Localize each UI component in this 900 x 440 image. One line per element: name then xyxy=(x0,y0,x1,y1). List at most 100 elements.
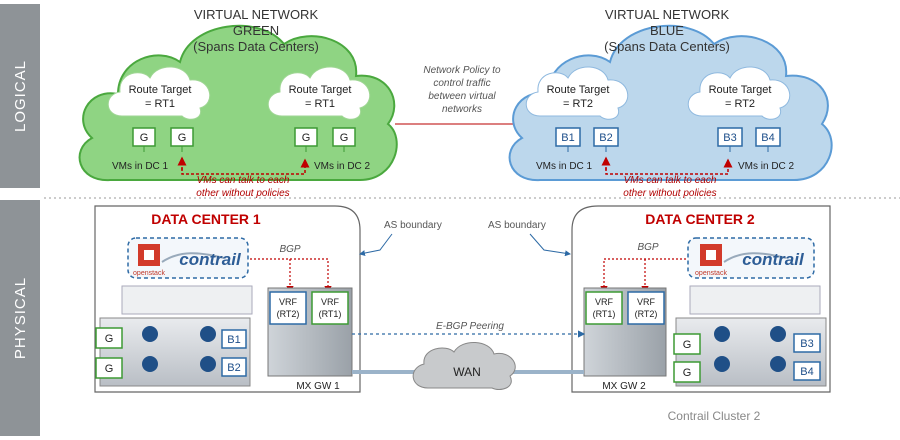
physical-label: PHYSICAL xyxy=(12,277,29,359)
blue-vm-2: B2 xyxy=(593,127,619,147)
blue-rt-left-line2: = RT2 xyxy=(563,98,593,110)
dc1-vm-g1: G xyxy=(95,327,123,349)
dc1-vrf-b-line2: (RT1) xyxy=(319,309,342,319)
policy-note-line3: between virtual xyxy=(428,91,496,102)
dc1-vrf-b-line1: VRF xyxy=(321,297,340,307)
dc2-vm-g2: G xyxy=(673,361,701,383)
data-center-2: DATA CENTER 2 openstack contrail BGP VRF… xyxy=(571,205,831,393)
blue-title-line1: VIRTUAL NETWORK xyxy=(605,7,730,22)
dc1-vm-b1-label: B1 xyxy=(227,334,240,346)
blue-vm-3: B3 xyxy=(717,127,743,147)
blue-vm-4-label: B4 xyxy=(761,132,774,144)
dc2-bgp-label: BGP xyxy=(637,242,658,253)
dc2-contrail-label: contrail xyxy=(742,250,805,269)
policy-note-line2: control traffic xyxy=(433,78,490,89)
blue-note-line1: VMs can talk to each xyxy=(624,175,717,186)
blue-title-line3: (Spans Data Centers) xyxy=(604,39,730,54)
dc2-vrf-b-line2: (RT2) xyxy=(635,309,658,319)
green-title-line1: VIRTUAL NETWORK xyxy=(194,7,319,22)
blue-vms-dc1: VMs in DC 1 xyxy=(536,161,593,172)
green-cloud: VIRTUAL NETWORK GREEN (Spans Data Center… xyxy=(78,7,398,199)
policy-note: Network Policy to control traffic betwee… xyxy=(423,65,501,115)
blue-cloud: VIRTUAL NETWORK BLUE (Spans Data Centers… xyxy=(508,7,833,199)
blue-rt-right-line1: Route Target xyxy=(709,84,772,96)
dc1-vm-b2: B2 xyxy=(221,357,247,377)
green-vm-1-label: G xyxy=(140,132,149,144)
as-boundary-right: AS boundary xyxy=(488,220,546,231)
blue-title-line2: BLUE xyxy=(650,23,684,38)
green-title-line3: (Spans Data Centers) xyxy=(193,39,319,54)
dc1-vm-g2-label: G xyxy=(105,363,114,375)
blue-rt-left-bubble: Route Target = RT2 xyxy=(525,66,629,120)
blue-vm-2-label: B2 xyxy=(599,132,612,144)
green-vm-4: G xyxy=(332,127,356,147)
dc1-gw-label: MX GW 1 xyxy=(296,381,340,392)
cluster-label: Contrail Cluster 2 xyxy=(668,409,761,423)
blue-vm-3-label: B3 xyxy=(723,132,736,144)
green-vm-1: G xyxy=(132,127,156,147)
dc1-vm-b1: B1 xyxy=(221,329,247,349)
logical-label: LOGICAL xyxy=(12,60,29,132)
green-rt-left-line2: = RT1 xyxy=(145,98,175,110)
dc1-contrail-logo: openstack contrail xyxy=(127,237,249,279)
policy-note-line4: networks xyxy=(442,104,482,115)
dc2-vrf-b-line1: VRF xyxy=(637,297,656,307)
dc1-vrf-a-line2: (RT2) xyxy=(277,309,300,319)
dc2-vm-g1: G xyxy=(673,333,701,355)
dc2-openstack-label: openstack xyxy=(695,270,727,277)
green-rt-right-line1: Route Target xyxy=(289,84,352,96)
dc2-vrf-a-line1: VRF xyxy=(595,297,614,307)
dc2-title: DATA CENTER 2 xyxy=(645,211,755,227)
wan-cloud: WAN xyxy=(412,342,516,390)
green-vm-talk-arrow xyxy=(181,158,310,175)
dc2-gw-label: MX GW 2 xyxy=(602,381,646,392)
green-vms-dc1: VMs in DC 1 xyxy=(112,161,169,172)
green-rt-right-line2: = RT1 xyxy=(305,98,335,110)
dc2-vm-b3: B3 xyxy=(793,333,821,353)
green-rt-left-bubble: Route Target = RT1 xyxy=(107,66,211,120)
dc1-title: DATA CENTER 1 xyxy=(151,211,261,227)
green-rt-right-bubble: Route Target = RT1 xyxy=(267,66,371,120)
blue-vm-1-label: B1 xyxy=(561,132,574,144)
dc2-vm-b4: B4 xyxy=(793,361,821,381)
dc2-vrf-a: VRF (RT1) xyxy=(585,291,623,325)
policy-note-line1: Network Policy to xyxy=(423,65,501,76)
green-vm-3-label: G xyxy=(302,132,311,144)
blue-rt-left-line1: Route Target xyxy=(547,84,610,96)
green-title-line2: GREEN xyxy=(233,23,279,38)
dc1-vrf-a-line1: VRF xyxy=(279,297,298,307)
ebgp-label: E-BGP Peering xyxy=(436,321,504,332)
dc1-contrail-label: contrail xyxy=(179,250,242,269)
logical-tab: LOGICAL xyxy=(0,4,40,188)
dc1-vrf-a: VRF (RT2) xyxy=(269,291,307,325)
blue-note-line2: other without policies xyxy=(623,188,716,199)
blue-vms-dc2: VMs in DC 2 xyxy=(738,161,795,172)
blue-vm-talk-arrow xyxy=(605,158,733,175)
dc1-vm-b2-label: B2 xyxy=(227,362,240,374)
green-vm-3: G xyxy=(294,127,318,147)
as-boundary-left: AS boundary xyxy=(384,220,442,231)
green-note-line1: VMs can talk to each xyxy=(197,175,290,186)
dc1-openstack-label: openstack xyxy=(133,270,165,277)
dc2-vm-b3-label: B3 xyxy=(800,338,813,350)
blue-rt-right-line2: = RT2 xyxy=(725,98,755,110)
dc2-vm-g1-label: G xyxy=(683,339,692,351)
dc2-vm-g2-label: G xyxy=(683,367,692,379)
blue-vm-4: B4 xyxy=(755,127,781,147)
dc1-vm-g2: G xyxy=(95,357,123,379)
physical-tab: PHYSICAL xyxy=(0,200,40,436)
wan-label: WAN xyxy=(453,365,481,379)
blue-vm-1: B1 xyxy=(555,127,581,147)
dc1-bgp-label: BGP xyxy=(279,244,300,255)
dc2-vrf-a-line2: (RT1) xyxy=(593,309,616,319)
green-vm-4-label: G xyxy=(340,132,349,144)
green-note-line2: other without policies xyxy=(196,188,289,199)
dc1-vm-g1-label: G xyxy=(105,333,114,345)
dc2-contrail-logo: openstack contrail xyxy=(687,237,815,279)
dc2-vm-b4-label: B4 xyxy=(800,366,813,378)
green-rt-left-line1: Route Target xyxy=(129,84,192,96)
dc1-vrf-b: VRF (RT1) xyxy=(311,291,349,325)
data-center-1: DATA CENTER 1 openstack contrail BGP G G xyxy=(94,205,361,393)
green-vm-2: G xyxy=(170,127,194,147)
